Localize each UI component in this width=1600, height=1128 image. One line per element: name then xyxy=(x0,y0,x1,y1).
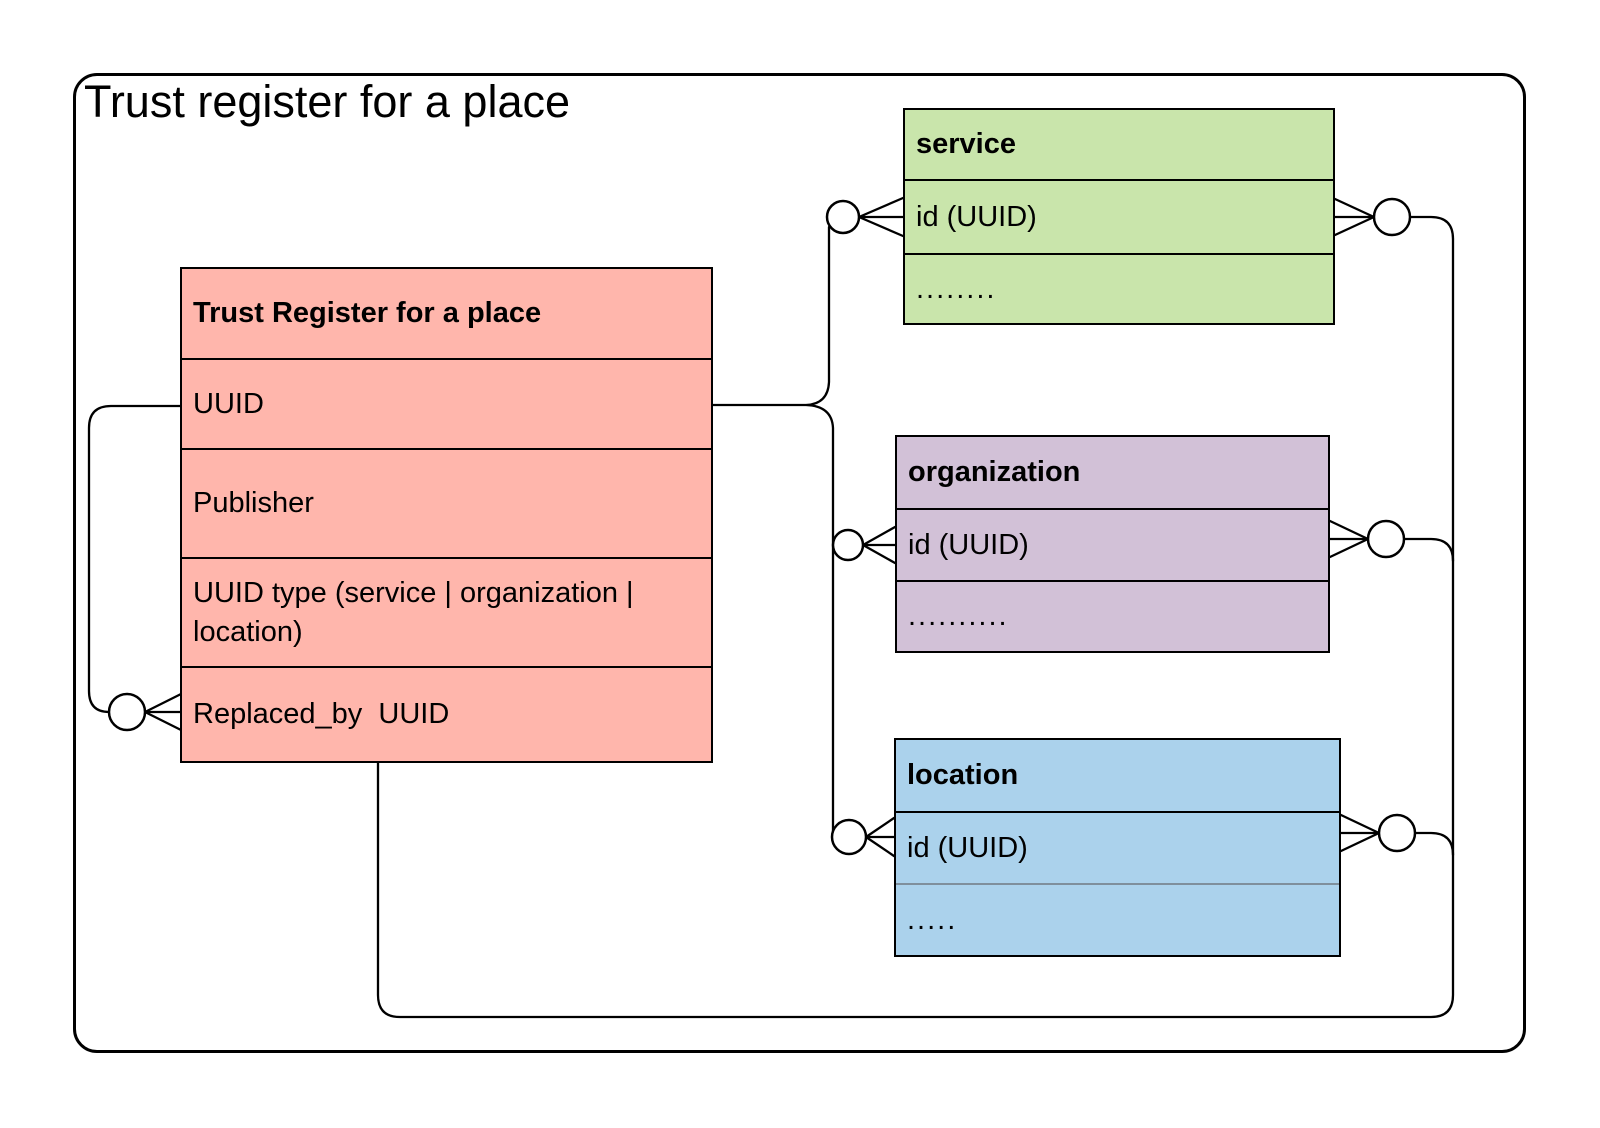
zero-cardinality-icon-service-right xyxy=(1372,197,1412,237)
entity-trust-register-field-uuid-type: UUID type (service | organization | loca… xyxy=(182,557,711,666)
entity-service-field-id: id (UUID) xyxy=(905,179,1333,253)
entity-organization-field-id: id (UUID) xyxy=(897,508,1328,580)
entity-location-title: location xyxy=(907,759,1019,792)
diagram-title: Trust register for a place xyxy=(84,76,571,127)
diagram-frame xyxy=(73,73,1526,1053)
entity-trust-register-field-replaced-by: Replaced_by UUID xyxy=(182,666,711,761)
entity-trust-register-title: Trust Register for a place xyxy=(193,297,542,330)
crows-foot-icon-organization-left xyxy=(861,525,897,565)
entity-service-field-ellipsis: ........ xyxy=(905,253,1333,323)
crows-foot-icon-replaced-by xyxy=(143,692,183,732)
zero-cardinality-icon-organization-left xyxy=(831,528,865,562)
entity-organization-title: organization xyxy=(908,456,1081,489)
crows-foot-icon-organization-right xyxy=(1328,519,1370,559)
entity-location: location id (UUID) ..... xyxy=(894,738,1341,957)
wire-uuid-branch xyxy=(711,225,835,841)
crows-foot-icon-location-right xyxy=(1339,813,1381,853)
entity-trust-register: Trust Register for a place UUID Publishe… xyxy=(180,267,713,763)
entity-location-field-ellipsis: ..... xyxy=(896,883,1339,955)
wire-service-right-link xyxy=(1408,215,1455,241)
crows-foot-icon-location-left xyxy=(864,816,896,858)
entity-service: service id (UUID) ........ xyxy=(903,108,1335,325)
entity-organization: organization id (UUID) .......... xyxy=(895,435,1330,653)
wire-replaced-by-loop xyxy=(87,404,183,714)
zero-cardinality-icon-service-left xyxy=(825,199,861,235)
wire-right-rail xyxy=(376,237,1455,1019)
crows-foot-icon-service-right xyxy=(1333,197,1376,237)
crows-foot-icon-service-left xyxy=(857,196,905,238)
entity-service-title: service xyxy=(916,128,1016,161)
zero-cardinality-icon-replaced-by xyxy=(107,692,147,732)
entity-trust-register-field-publisher: Publisher xyxy=(182,448,711,557)
wire-location-right-link xyxy=(1413,831,1455,857)
zero-cardinality-icon-location-right xyxy=(1377,813,1417,853)
entity-organization-field-ellipsis: .......... xyxy=(897,580,1328,651)
entity-trust-register-field-uuid: UUID xyxy=(182,358,711,448)
zero-cardinality-icon-location-left xyxy=(830,818,868,856)
wire-organization-right-link xyxy=(1402,537,1455,563)
entity-location-field-id: id (UUID) xyxy=(896,811,1339,883)
zero-cardinality-icon-organization-right xyxy=(1366,519,1406,559)
